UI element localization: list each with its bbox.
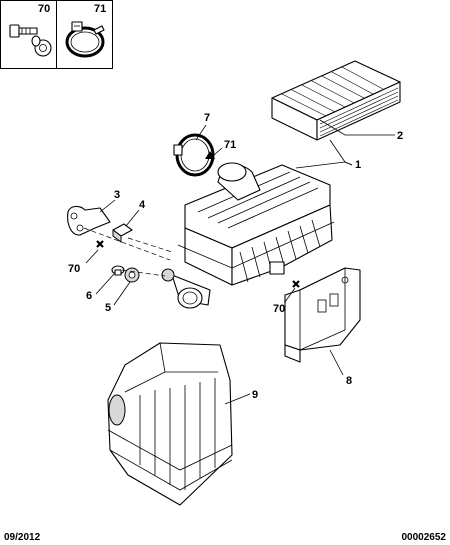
legend-item-70: 70	[9, 3, 52, 57]
bolt-with-washer-icon	[9, 24, 52, 57]
bracket	[67, 205, 111, 236]
hose-clamp-icon	[65, 21, 105, 58]
callout-1: 1	[355, 159, 361, 171]
callout-2: 2	[397, 130, 403, 142]
assembly-lines	[83, 227, 173, 277]
rivet	[111, 265, 125, 276]
legend-item-71: 71	[65, 3, 106, 58]
screw-marker-a	[96, 240, 104, 248]
screw-marker-b	[292, 280, 300, 288]
callout-70-right: 70	[273, 303, 285, 315]
leader-lines	[85, 119, 395, 405]
callout-71: 71	[224, 139, 236, 151]
callout-8: 8	[346, 375, 352, 387]
callout-70-left: 70	[68, 263, 80, 275]
callout-6: 6	[86, 290, 92, 302]
mounting-bracket	[284, 267, 361, 363]
footer-code: 00002652	[401, 532, 447, 543]
callout-3: 3	[114, 189, 120, 201]
callout-7: 7	[204, 112, 210, 124]
grommet	[124, 267, 140, 283]
air-filter-housing	[161, 162, 335, 309]
callout-5: 5	[105, 302, 111, 314]
callout-9: 9	[252, 389, 258, 401]
clamp-marker-triangle	[205, 151, 215, 159]
lower-housing	[107, 342, 233, 506]
footer-date: 09/2012	[4, 532, 41, 543]
filter-element	[271, 60, 401, 141]
legend-label-71: 71	[94, 3, 106, 15]
legend-label-70: 70	[38, 3, 50, 15]
clip	[112, 223, 133, 243]
clamp-ring	[173, 133, 215, 177]
callout-4: 4	[139, 199, 146, 211]
